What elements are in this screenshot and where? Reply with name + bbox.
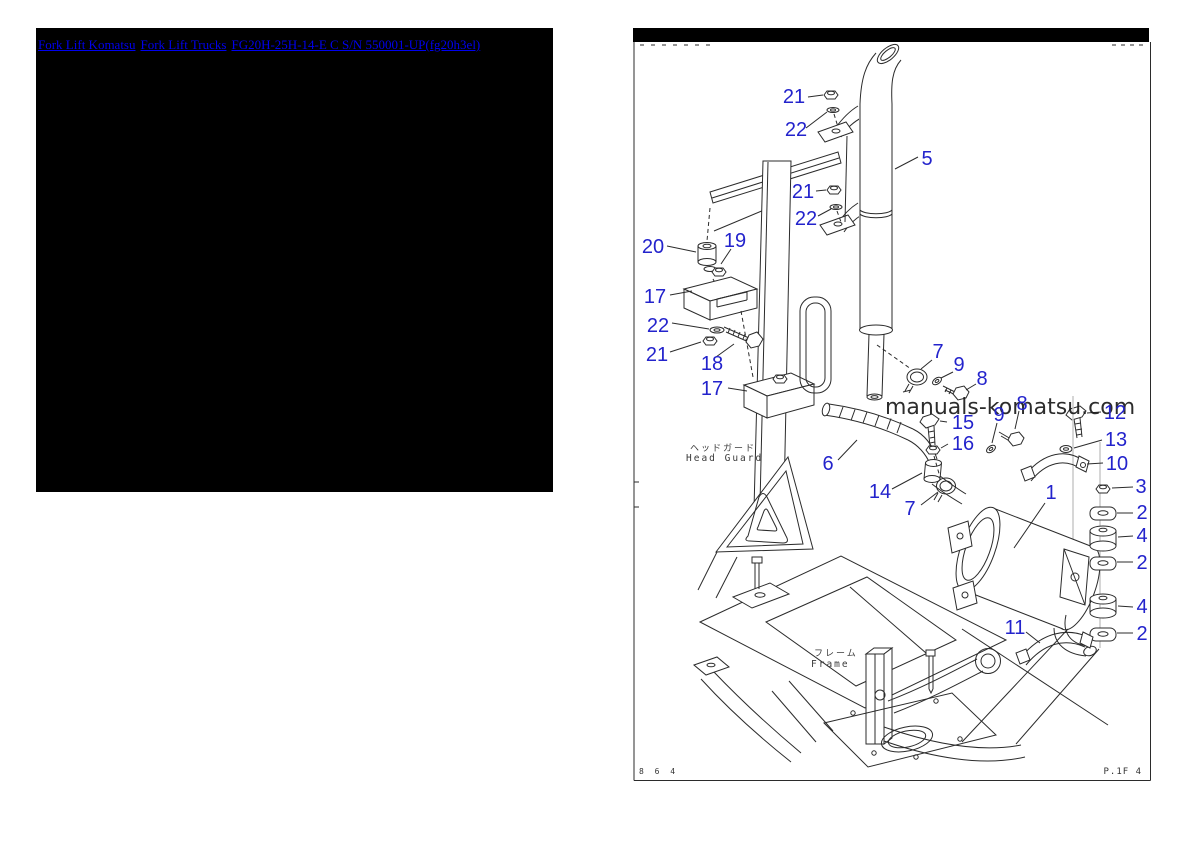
diagram-panel: manuals-komatsu.com ヘッドガード Head Guard フレ… (633, 28, 1152, 781)
muffler-linework (947, 396, 1117, 666)
hardware-linework (876, 344, 1087, 503)
callout-7: 7 (904, 498, 916, 520)
callout-18: 18 (700, 353, 724, 375)
callout-11: 11 (1004, 617, 1026, 639)
callout-22: 22 (794, 208, 818, 230)
callout-8: 8 (1016, 393, 1028, 415)
head-guard-label-jp: ヘッドガード (690, 444, 757, 454)
breadcrumb-link-trucks[interactable]: Fork Lift Trucks (140, 37, 227, 52)
callout-4: 4 (1136, 525, 1148, 547)
head-guard-label-en: Head Guard (686, 453, 764, 464)
parts-diagram (633, 28, 1151, 781)
head-guard-linework (682, 151, 842, 599)
breadcrumb: Fork Lift Komatsu Fork Lift Trucks FG20H-2… (36, 28, 553, 53)
callout-2: 2 (1136, 502, 1148, 524)
callout-4: 4 (1136, 596, 1148, 618)
callout-15: 15 (951, 412, 975, 434)
callout-10: 10 (1105, 453, 1129, 475)
callout-9: 9 (953, 354, 965, 376)
callout-21: 21 (791, 181, 815, 203)
leader-lines (666, 94, 1134, 644)
watermark: manuals-komatsu.com (885, 395, 1136, 420)
breadcrumb-link-komatsu[interactable]: Fork Lift Komatsu (38, 37, 136, 52)
callout-21: 21 (782, 86, 806, 108)
callout-22: 22 (784, 119, 808, 141)
page-code-left: 8 6 4 (639, 767, 679, 776)
callout-22: 22 (646, 315, 670, 337)
left-black-panel: Fork Lift Komatsu Fork Lift Trucks FG20H-2… (36, 28, 553, 492)
callout-14: 14 (868, 481, 892, 503)
callout-2: 2 (1136, 552, 1148, 574)
frame-linework (693, 555, 1109, 768)
callout-20: 20 (641, 236, 665, 258)
page-code-right: P.1F 4 (1103, 767, 1142, 777)
callout-3: 3 (1135, 476, 1147, 498)
callout-7: 7 (932, 341, 944, 363)
callout-21: 21 (645, 344, 669, 366)
callout-6: 6 (822, 453, 834, 475)
frame-label-jp: フレーム (814, 649, 858, 659)
pipe-linework (817, 43, 967, 505)
callout-9: 9 (993, 404, 1005, 426)
callout-19: 19 (723, 230, 747, 252)
callout-16: 16 (951, 433, 975, 455)
breadcrumb-link-model[interactable]: FG20H-25H-14-E C S/N 550001-UP(fg20h3el) (231, 37, 481, 52)
callout-17: 17 (643, 286, 667, 308)
callout-13: 13 (1104, 429, 1128, 451)
callout-1: 1 (1045, 482, 1057, 504)
callout-2: 2 (1136, 623, 1148, 645)
callout-8: 8 (976, 368, 988, 390)
frame-label-en: Frame (811, 659, 850, 670)
callout-5: 5 (921, 148, 933, 170)
callout-12: 12 (1103, 402, 1127, 424)
callout-17: 17 (700, 378, 724, 400)
diagram-border (633, 28, 1151, 781)
